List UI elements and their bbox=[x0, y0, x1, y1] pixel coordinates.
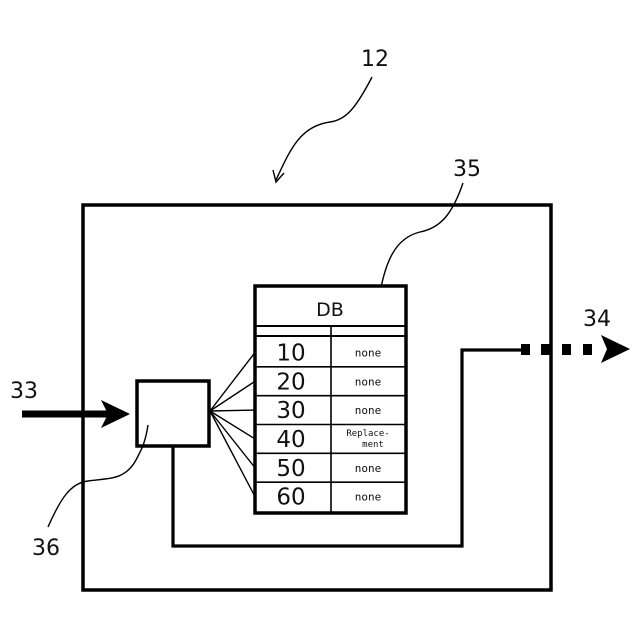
connection-line bbox=[210, 410, 255, 411]
connection-line bbox=[210, 411, 255, 497]
row-value: ment bbox=[362, 440, 384, 450]
label-device: 12 bbox=[361, 47, 389, 72]
device-leader-line bbox=[276, 77, 372, 180]
connection-line bbox=[210, 411, 255, 468]
row-key: 10 bbox=[276, 340, 305, 366]
row-key: 50 bbox=[276, 456, 305, 482]
row-key: 60 bbox=[276, 485, 305, 511]
row-value: none bbox=[355, 404, 382, 417]
row-value: none bbox=[355, 346, 382, 359]
database-table: DB 10 none 20 none 30 none 40 Replace-ment 50 non… bbox=[255, 286, 406, 513]
label-processor: 36 bbox=[32, 536, 60, 561]
database-title: DB bbox=[316, 299, 344, 321]
label-database: 35 bbox=[453, 157, 481, 182]
processor-box bbox=[137, 381, 209, 446]
row-value: none bbox=[355, 462, 382, 475]
connection-line bbox=[210, 352, 255, 411]
processor-leader-line bbox=[48, 425, 148, 527]
row-key: 20 bbox=[276, 369, 305, 395]
database-leader-line bbox=[379, 183, 463, 298]
output-dotted-arrow-icon bbox=[521, 335, 630, 363]
row-key: 30 bbox=[276, 398, 305, 424]
label-input: 33 bbox=[10, 379, 38, 404]
label-output: 34 bbox=[583, 307, 611, 332]
row-value: none bbox=[355, 375, 382, 388]
input-arrow-icon bbox=[22, 400, 130, 428]
connection-line bbox=[210, 381, 255, 411]
processor-db-connections bbox=[210, 352, 255, 496]
row-value: none bbox=[355, 491, 382, 504]
row-value: Replace- bbox=[346, 429, 389, 439]
row-key: 40 bbox=[276, 427, 305, 453]
